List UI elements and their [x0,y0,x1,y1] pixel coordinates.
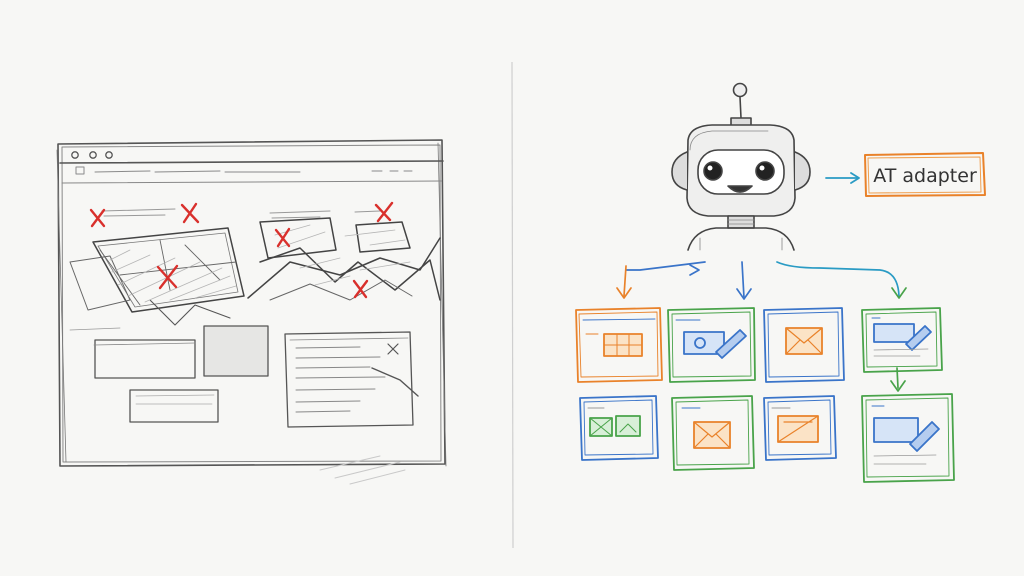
error-x-icon [352,279,369,299]
error-x-icon [274,227,291,248]
broken-hero-block-left [69,227,245,326]
error-x-icon [374,201,394,223]
tile-blue-mail-2[interactable] [763,395,837,461]
robot-eye-left-icon [703,161,723,181]
robot-ear-left [671,151,688,191]
maximize-dot-icon [105,151,113,159]
error-marks [89,201,394,299]
browser-window-frame [56,139,447,467]
robot-eye-right-icon [755,161,775,181]
minimize-dot-icon [89,151,97,159]
component-tile-grid [575,307,955,483]
robot-illustration [671,82,811,251]
header-text-scribble [101,208,381,219]
tile-green-edit-3[interactable] [861,393,955,483]
panel-divider [511,61,514,549]
tile-blue-mail[interactable] [763,307,845,383]
tile-green-edit-2[interactable] [861,307,943,373]
content-block-1 [94,339,196,379]
edit-icon [873,323,915,343]
error-x-icon [180,202,200,224]
broken-webpage-sketch [56,139,447,485]
robot-antenna-icon [732,82,748,98]
content-block-2 [203,325,269,377]
lower-content-blocks [69,325,419,428]
robot-smile [727,185,753,193]
address-bar-scribble [75,166,413,175]
close-dot-icon [71,151,79,159]
robot-body [687,227,795,251]
content-block-3 [129,389,219,423]
tile-green-mail[interactable] [671,395,755,471]
tile-green-edit[interactable] [667,307,756,383]
arrow-to-adapter [825,172,860,184]
tile-blue-image[interactable] [579,395,659,461]
robot-ear-right [794,151,811,191]
at-adapter-label: AT adapter [873,165,977,187]
window-controls [71,151,113,159]
broken-hero-block-right [247,217,441,301]
edit-icon [873,417,919,443]
ground-shading [319,455,406,485]
tile-orange-table[interactable] [575,307,663,383]
edit-icon [683,331,725,355]
error-x-icon [89,208,106,228]
at-adapter-box: AT adapter [864,152,986,197]
robot-face-visor [697,149,785,195]
text-card [284,331,414,428]
error-x-icon [156,264,179,290]
